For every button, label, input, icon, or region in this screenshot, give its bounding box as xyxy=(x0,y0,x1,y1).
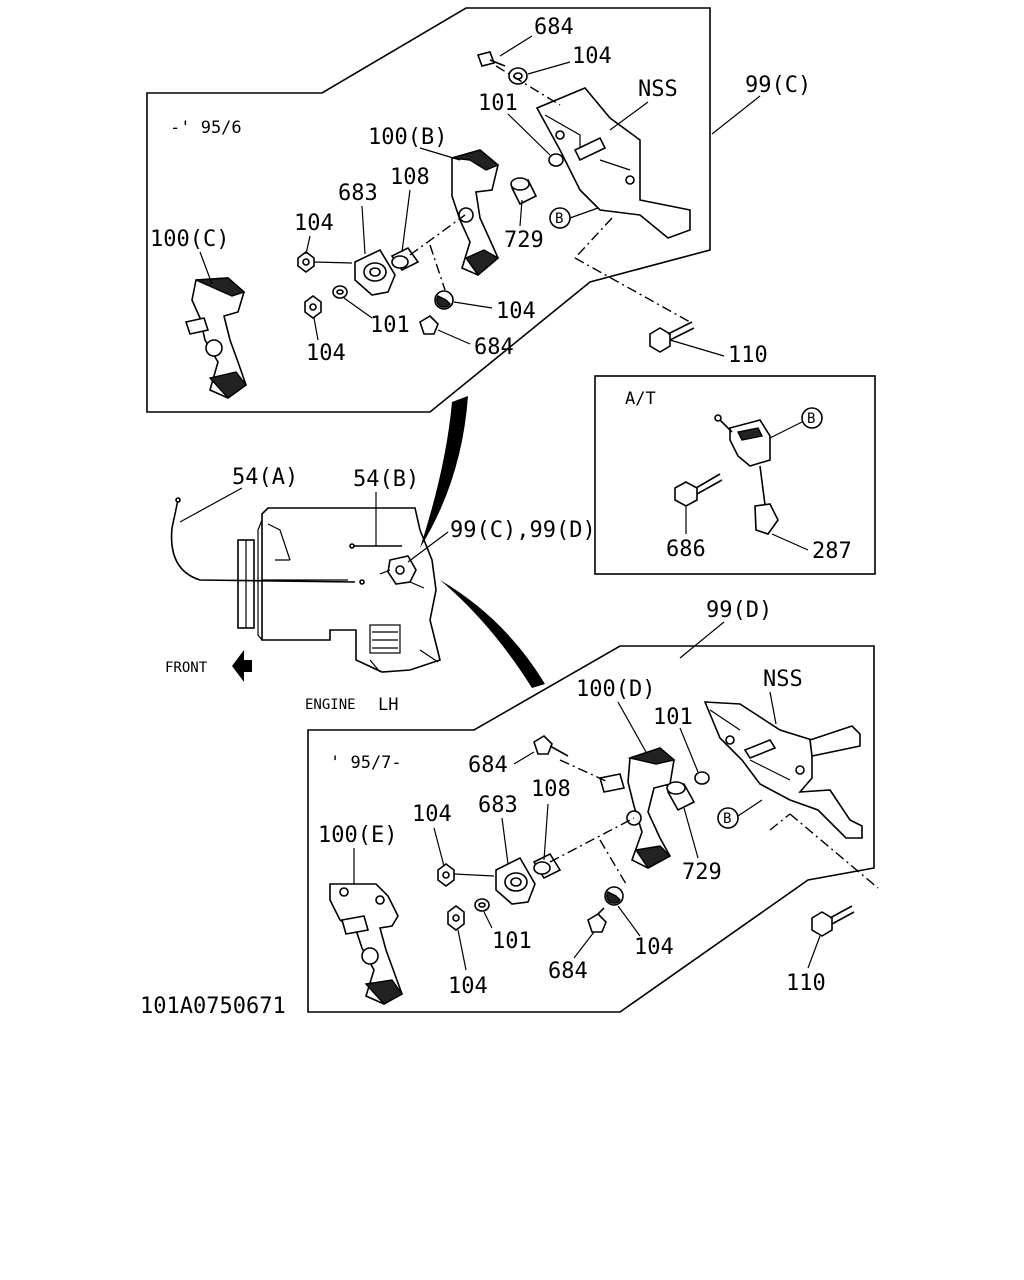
b-marker-lower: B xyxy=(717,807,739,829)
label-686: 686 xyxy=(666,537,706,562)
engine-view: FRONT ENGINE LH 54(A) 54(B) 99(C),99(D) xyxy=(165,465,596,715)
svg-text:B: B xyxy=(555,211,563,227)
svg-text:B: B xyxy=(723,811,731,827)
label-110-lower: 110 xyxy=(786,971,826,996)
bolt-684-upper-top xyxy=(476,51,506,67)
callout-wedge-lower xyxy=(440,580,545,688)
b-marker-upper: B xyxy=(549,207,571,229)
lever-100c xyxy=(184,277,247,399)
upper-panel-frame xyxy=(146,7,711,413)
lower-panel: ' 95/7- 99(D) xyxy=(307,598,879,1013)
bolt-110-upper xyxy=(649,321,695,353)
label-684-lower-top: 684 xyxy=(468,753,508,778)
label-729-upper: 729 xyxy=(504,228,544,253)
spacer-729-lower xyxy=(666,781,696,812)
label-101-upper-top: 101 xyxy=(478,91,518,116)
lever-100b xyxy=(451,149,500,277)
label-104-lower-left: 104 xyxy=(412,802,452,827)
nut-104-upper-bottom xyxy=(304,295,322,319)
lever-100e xyxy=(329,883,404,1005)
front-arrow-icon xyxy=(232,650,252,682)
label-99cd: 99(C),99(D) xyxy=(450,518,596,543)
label-54a: 54(A) xyxy=(232,465,298,490)
label-101-upper-bottom: 101 xyxy=(370,313,410,338)
label-lh: LH xyxy=(378,695,398,715)
label-100b: 100(B) xyxy=(368,125,447,150)
label-front: FRONT xyxy=(165,660,208,676)
nss-bracket-upper xyxy=(535,87,691,239)
washer-101-upper-bottom xyxy=(332,285,348,299)
pivot-683-lower xyxy=(495,856,536,905)
label-287: 287 xyxy=(812,539,852,564)
label-684-lower-bottom: 684 xyxy=(548,959,588,984)
label-104-upper-mid: 104 xyxy=(496,299,536,324)
label-assembly-99d: 99(D) xyxy=(706,598,772,623)
at-title: A/T xyxy=(625,389,656,409)
label-683-lower: 683 xyxy=(478,793,518,818)
label-nss-upper: NSS xyxy=(638,77,678,102)
washer-101-lower-bottom xyxy=(474,898,490,912)
at-panel: A/T B 686 287 xyxy=(594,375,876,575)
callout-wedge-upper xyxy=(420,396,468,548)
label-nss-lower: NSS xyxy=(763,667,803,692)
bolt-110-lower xyxy=(811,905,855,937)
label-100d: 100(D) xyxy=(576,677,655,702)
washer-101-upper xyxy=(548,153,564,167)
switch-287 xyxy=(714,414,779,535)
label-assembly-99c: 99(C) xyxy=(745,73,811,98)
label-101-lower-bottom: 101 xyxy=(492,929,532,954)
label-104-lower-mid: 104 xyxy=(634,935,674,960)
upper-date-tag: -' 95/6 xyxy=(170,118,242,138)
label-100e: 100(E) xyxy=(318,823,397,848)
nut-104-lower-left xyxy=(437,863,455,887)
label-110-upper: 110 xyxy=(728,343,768,368)
spacer-729-upper xyxy=(510,177,538,206)
bolt-684-lower-bottom xyxy=(587,907,607,933)
label-54b: 54(B) xyxy=(353,467,419,492)
lever-100d xyxy=(626,747,676,869)
washer-104-lower-mid xyxy=(604,886,624,906)
bolt-684-lower-top xyxy=(533,734,569,757)
label-101-lower-top: 101 xyxy=(653,705,693,730)
label-104-upper-left: 104 xyxy=(294,211,334,236)
pivot-683-upper xyxy=(354,248,396,296)
label-104-lower-bottom: 104 xyxy=(448,974,488,999)
label-104-upper-bottom: 104 xyxy=(306,341,346,366)
washer-101-lower xyxy=(694,771,710,785)
drawing-id: 101A0750671 xyxy=(140,994,286,1019)
svg-text:B: B xyxy=(807,411,815,427)
label-104-upper-top: 104 xyxy=(572,44,612,69)
label-684-upper-bottom: 684 xyxy=(474,335,514,360)
at-panel-frame xyxy=(594,375,876,575)
lower-date-tag: ' 95/7- xyxy=(330,753,402,773)
bolt-686 xyxy=(674,473,723,507)
nut-104-upper-top xyxy=(508,67,528,85)
label-729-lower: 729 xyxy=(682,860,722,885)
nss-bracket-lower xyxy=(703,701,863,839)
b-marker-at: B xyxy=(801,407,823,429)
label-108-lower: 108 xyxy=(531,777,571,802)
bolt-684-upper-bottom xyxy=(419,314,439,335)
upper-panel: -' 95/6 xyxy=(146,7,811,413)
nut-104-lower-bottom xyxy=(447,905,465,931)
lower-panel-frame xyxy=(307,645,875,1013)
label-108-upper: 108 xyxy=(390,165,430,190)
label-100c: 100(C) xyxy=(150,227,229,252)
bushing-108-lower xyxy=(532,852,562,880)
label-engine: ENGINE xyxy=(305,697,356,713)
nut-104-upper-left xyxy=(297,251,315,273)
label-683-upper: 683 xyxy=(338,181,378,206)
washer-104-upper-mid xyxy=(434,290,454,310)
label-684-upper-top: 684 xyxy=(534,15,574,40)
